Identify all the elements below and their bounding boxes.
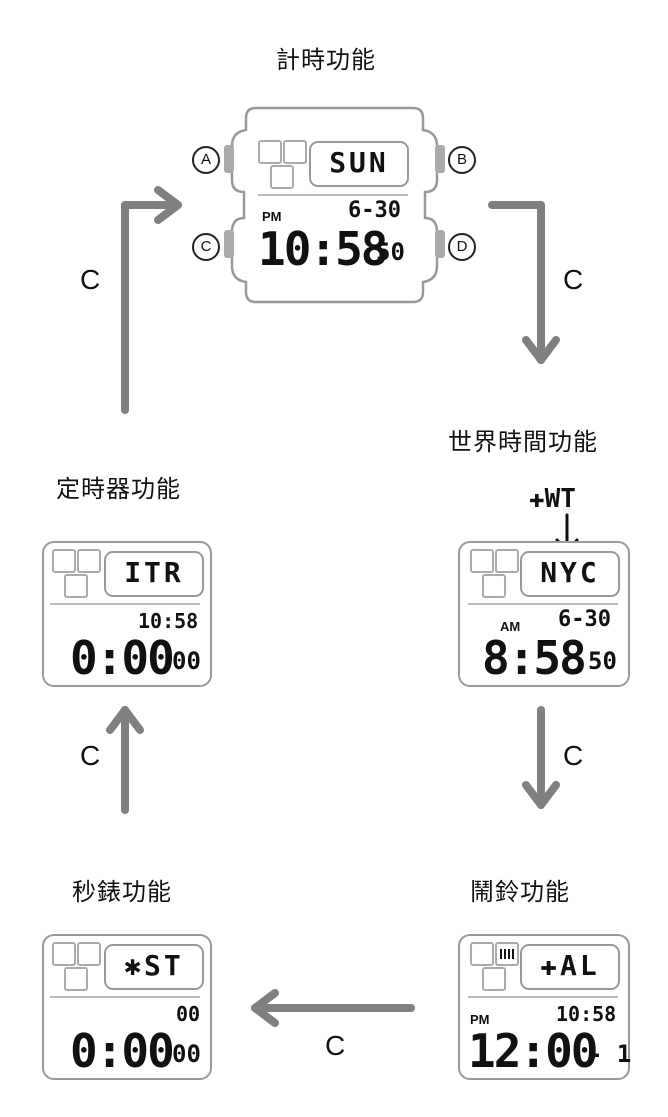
indicator-square bbox=[470, 942, 494, 966]
indicator-square-signal bbox=[495, 942, 519, 966]
button-a-label: A bbox=[192, 146, 220, 174]
arrow-alarm-to-stopwatch bbox=[251, 989, 415, 1027]
date-display: 6-30 bbox=[348, 198, 401, 223]
small-time-display: 00 bbox=[176, 1002, 201, 1026]
top-display-box: NYC bbox=[520, 551, 620, 597]
transition-label-left-lower: C bbox=[80, 740, 101, 771]
title-timer: 定時器功能 bbox=[56, 475, 181, 503]
ampm-indicator: PM bbox=[470, 1012, 490, 1027]
watch-side-buttons bbox=[224, 145, 445, 258]
top-display-box: SUN bbox=[309, 141, 409, 187]
time-display: 0:00 bbox=[70, 1024, 175, 1078]
small-time-display: 10:58 bbox=[138, 609, 199, 633]
divider bbox=[50, 603, 200, 605]
title-world-time: 世界時間功能 bbox=[448, 428, 598, 456]
title-timekeeping: 計時功能 bbox=[276, 46, 376, 74]
transition-label-right: C bbox=[563, 264, 584, 295]
watch-case bbox=[230, 106, 439, 304]
button-d-label: D bbox=[448, 233, 476, 261]
transition-label-bottom: C bbox=[325, 1030, 346, 1061]
indicator-square bbox=[64, 967, 88, 991]
top-display-text: SUN bbox=[329, 146, 389, 179]
indicator-square bbox=[64, 574, 88, 598]
divider bbox=[50, 996, 200, 998]
indicator-square bbox=[283, 140, 307, 164]
transition-label-right-lower: C bbox=[563, 740, 584, 771]
time-display: 12:00 bbox=[468, 1024, 598, 1078]
screen-timer: ΙTR 10:58 0:00 00 bbox=[42, 541, 212, 687]
signal-icon bbox=[500, 949, 514, 959]
top-display-text: ✱ST bbox=[124, 949, 184, 982]
button-b-label: B bbox=[448, 146, 476, 174]
screen-stopwatch: ✱ST 00 0:00 00 bbox=[42, 934, 212, 1080]
arrow-stopwatch-to-timer bbox=[106, 706, 144, 814]
seconds-display: 50 bbox=[588, 647, 617, 675]
indicator-square bbox=[77, 549, 101, 573]
top-display-box: ✱ST bbox=[104, 944, 204, 990]
date-display: 6-30 bbox=[558, 607, 611, 632]
screen-world-time: NYC AM 6-30 8:58 50 bbox=[458, 541, 630, 687]
indicator-square bbox=[77, 942, 101, 966]
time-display: 0:00 bbox=[70, 631, 175, 685]
hundredths-display: 00 bbox=[172, 647, 201, 675]
indicator-square bbox=[270, 165, 294, 189]
indicator-square bbox=[470, 549, 494, 573]
alarm-number-display: - 1 bbox=[588, 1040, 632, 1068]
screen-alarm: ✚AL PM 10:58 12:00 - 1 bbox=[458, 934, 632, 1080]
button-c-label: C bbox=[192, 233, 220, 261]
indicator-square bbox=[258, 140, 282, 164]
hundredths-display: 00 bbox=[172, 1040, 201, 1068]
divider bbox=[468, 603, 618, 605]
time-display: 8:58 bbox=[482, 631, 587, 685]
indicator-square bbox=[482, 574, 506, 598]
indicator-square bbox=[495, 549, 519, 573]
title-stopwatch: 秒錶功能 bbox=[72, 878, 172, 906]
small-time-display: 10:58 bbox=[556, 1002, 617, 1026]
arrow-worldtime-to-alarm bbox=[522, 706, 560, 809]
top-display-box: ΙTR bbox=[104, 551, 204, 597]
divider bbox=[468, 996, 618, 998]
indicator-square bbox=[482, 967, 506, 991]
top-display-text: NYC bbox=[540, 556, 600, 589]
ampm-indicator: PM bbox=[262, 209, 282, 224]
indicator-square bbox=[52, 549, 76, 573]
arrow-timer-to-timekeeping bbox=[121, 186, 182, 414]
world-time-indicator: ✚WT bbox=[529, 484, 576, 514]
indicator-square bbox=[52, 942, 76, 966]
top-display-text: ✚AL bbox=[540, 949, 600, 982]
top-display-box: ✚AL bbox=[520, 944, 620, 990]
seconds-display: 50 bbox=[376, 238, 405, 266]
transition-label-left: C bbox=[80, 264, 101, 295]
top-display-text: ΙTR bbox=[124, 556, 184, 589]
arrow-timekeeping-to-worldtime bbox=[488, 201, 560, 364]
divider bbox=[258, 194, 408, 196]
title-alarm: 鬧鈴功能 bbox=[470, 878, 570, 906]
ampm-indicator: AM bbox=[500, 619, 521, 634]
time-display: 10:58 bbox=[258, 222, 388, 276]
